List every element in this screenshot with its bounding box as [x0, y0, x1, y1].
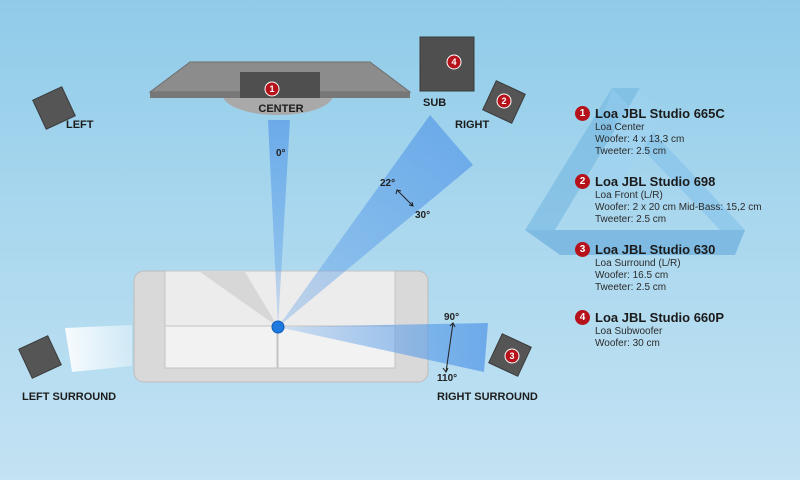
- legend-item: 3 Loa JBL Studio 630 Loa Surround (L/R) …: [575, 240, 790, 294]
- angle-label-front-outer: 30°: [415, 210, 430, 221]
- label-sub: SUB: [423, 97, 446, 109]
- badge-center: 1: [264, 81, 280, 97]
- angle-label-center: 0°: [276, 148, 286, 159]
- legend-line: Tweeter: 2.5 cm: [595, 146, 667, 157]
- legend-line: Tweeter: 2.5 cm: [595, 282, 667, 293]
- legend-item: 2 Loa JBL Studio 698 Loa Front (L/R) Woo…: [575, 172, 790, 226]
- right-surround-beam: [278, 323, 488, 372]
- center-beam: [268, 120, 290, 327]
- legend-line: Woofer: 2 x 20 cm Mid-Bass: 15,2 cm: [595, 202, 762, 213]
- legend-line: Loa Front (L/R): [595, 190, 663, 201]
- legend-line: Woofer: 30 cm: [595, 338, 660, 349]
- legend-item: 1 Loa JBL Studio 665C Loa Center Woofer:…: [575, 104, 790, 158]
- legend-line: Tweeter: 2.5 cm: [595, 214, 667, 225]
- legend-line: Woofer: 16.5 cm: [595, 270, 669, 281]
- label-left-surround: LEFT SURROUND: [22, 391, 116, 403]
- center-speaker: [148, 61, 412, 115]
- right-front-beam: [278, 115, 473, 327]
- svg-text:3: 3: [509, 351, 514, 361]
- label-center: CENTER: [258, 103, 303, 115]
- label-left: LEFT: [66, 119, 94, 131]
- svg-text:2: 2: [501, 96, 506, 106]
- sofa-shadow-wedge: [200, 272, 278, 327]
- label-right: RIGHT: [455, 119, 490, 131]
- speaker-legend: 1 Loa JBL Studio 665C Loa Center Woofer:…: [575, 104, 790, 364]
- legend-badge: 4: [575, 309, 590, 325]
- legend-title: Loa JBL Studio 665C: [595, 105, 725, 121]
- label-right-surround: RIGHT SURROUND: [437, 391, 538, 403]
- legend-badge: 2: [575, 173, 590, 189]
- legend-item: 4 Loa JBL Studio 660P Loa Subwoofer Woof…: [575, 308, 790, 350]
- legend-line: Woofer: 4 x 13,3 cm: [595, 134, 685, 145]
- left-front-speaker: [32, 86, 76, 130]
- legend-badge: 1: [575, 105, 590, 121]
- svg-text:4: 4: [451, 57, 456, 67]
- left-surround-speaker: [18, 335, 62, 379]
- legend-line: Loa Surround (L/R): [595, 258, 681, 269]
- legend-title: Loa JBL Studio 698: [595, 173, 716, 189]
- badge-right: 2: [496, 93, 512, 109]
- angle-label-front-inner: 22°: [380, 178, 395, 189]
- legend-badge: 3: [575, 241, 590, 257]
- left-surround-beam: [65, 325, 132, 372]
- legend-title: Loa JBL Studio 660P: [595, 309, 725, 325]
- badge-sub: 4: [446, 54, 462, 70]
- badge-right-surround: 3: [504, 348, 520, 364]
- legend-line: Loa Subwoofer: [595, 326, 663, 337]
- legend-title: Loa JBL Studio 630: [595, 241, 716, 257]
- angle-label-surround-outer: 110°: [437, 373, 457, 384]
- angle-markers: [395, 189, 456, 373]
- angle-label-surround-inner: 90°: [444, 312, 459, 323]
- svg-text:1: 1: [269, 84, 274, 94]
- sound-beams: [65, 115, 488, 372]
- legend-line: Loa Center: [595, 122, 645, 133]
- listener-position: [271, 320, 285, 334]
